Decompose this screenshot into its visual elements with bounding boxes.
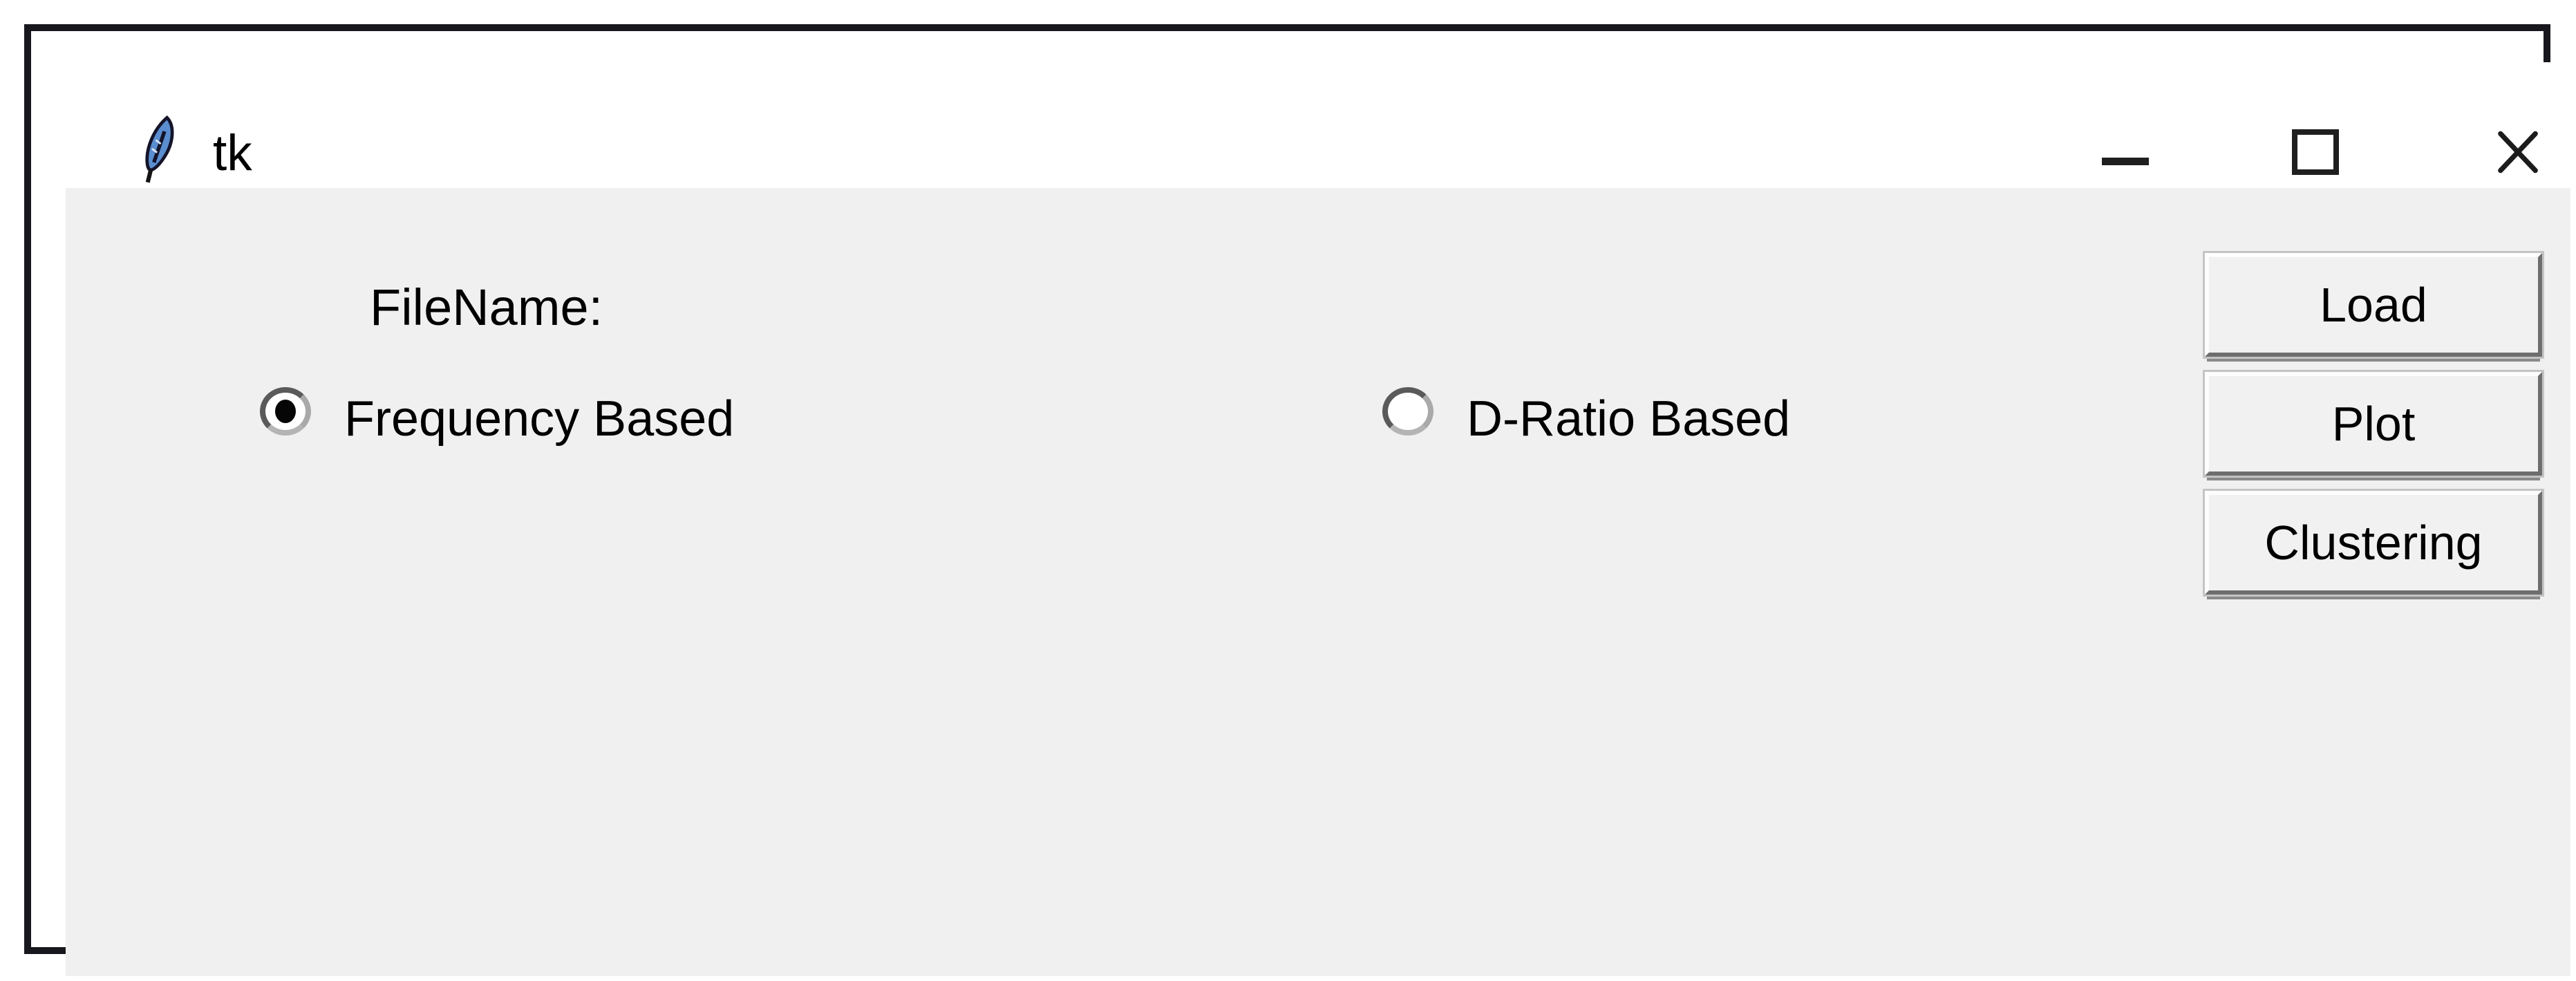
maximize-icon [2292, 129, 2339, 175]
window-title: tk [213, 125, 252, 181]
close-icon [2498, 131, 2538, 174]
close-button[interactable] [2466, 104, 2570, 200]
radio-frequency-based-label[interactable]: Frequency Based [344, 391, 735, 447]
radio-dratio-based[interactable] [1382, 387, 1433, 436]
tk-feather-icon [145, 115, 174, 183]
minimize-icon [2102, 157, 2149, 165]
client-area [66, 188, 2570, 976]
radio-frequency-based[interactable] [260, 387, 311, 436]
maximize-button[interactable] [2264, 104, 2367, 200]
radio-selected-dot [275, 400, 296, 423]
radio-dratio-based-label[interactable]: D-Ratio Based [1467, 391, 1791, 447]
titlebar[interactable]: tk [62, 62, 2575, 188]
clustering-button[interactable]: Clustering [2205, 491, 2542, 595]
tk-window: tk [24, 24, 2575, 976]
plot-button[interactable]: Plot [2205, 372, 2542, 476]
minimize-button[interactable] [2074, 104, 2177, 200]
filename-label: FileName: [370, 279, 603, 336]
load-button[interactable]: Load [2205, 253, 2542, 357]
